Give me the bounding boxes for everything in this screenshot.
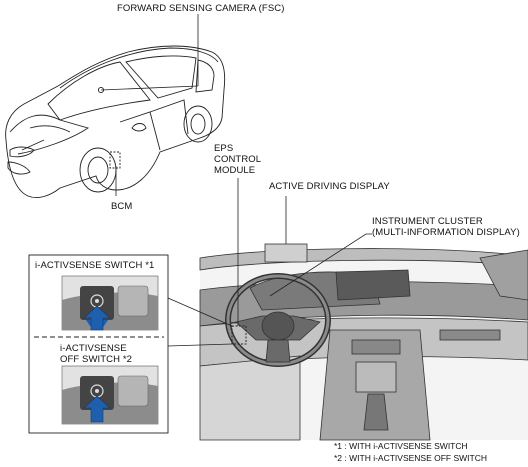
dashboard-leader-lines — [237, 178, 372, 326]
dashboard-illustration — [199, 248, 528, 441]
vehicle-illustration — [5, 45, 226, 199]
bcm-label: BCM — [111, 201, 133, 212]
activsense-off-switch-label-line2: OFF SWITCH *2 — [60, 354, 133, 365]
switch-inset — [28, 254, 169, 434]
eps-label-line3: MODULE — [214, 165, 256, 176]
activsense-off-switch-image — [61, 365, 159, 425]
eps-label-line1: EPS — [214, 143, 234, 154]
inset-connector — [167, 297, 233, 347]
activsense-switch-label: i-ACTIVSENSE SWITCH *1 — [35, 260, 155, 271]
activsense-switch-image — [61, 275, 159, 331]
active-driving-display-label: ACTIVE DRIVING DISPLAY — [269, 181, 390, 192]
eps-label-line2: CONTROL — [214, 154, 262, 165]
instrument-cluster-label: INSTRUMENT CLUSTER — [372, 216, 483, 227]
active-driving-display-panel — [264, 243, 308, 263]
activsense-off-switch-label-line1: i-ACTIVSENSE — [60, 343, 127, 354]
fsc-leader-lines — [100, 14, 199, 91]
fsc-label: FORWARD SENSING CAMERA (FSC) — [117, 3, 285, 14]
footnote-1: *1 : WITH i-ACTIVSENSE SWITCH — [334, 441, 468, 451]
footnote-2: *2 : WITH i-ACTIVSENSE OFF SWITCH — [334, 453, 488, 463]
instrument-cluster-sublabel: (MULTI-INFORMATION DISPLAY) — [372, 227, 520, 238]
press-arrow-icon — [83, 305, 111, 331]
press-arrow-icon — [83, 395, 111, 423]
